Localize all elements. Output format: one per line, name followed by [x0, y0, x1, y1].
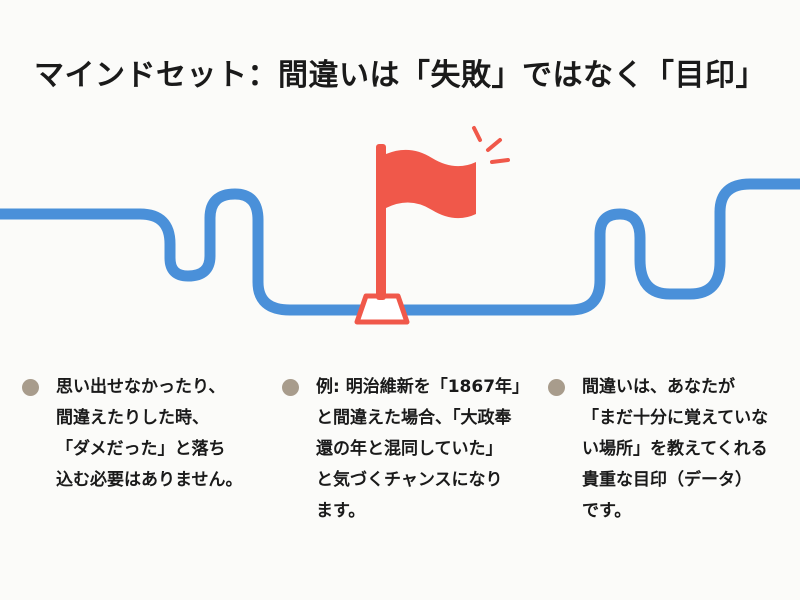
point-line: と間違えた場合、「大政奉 — [316, 408, 512, 428]
page-title: マインドセット：間違いは「失敗」ではなく「目印」 — [34, 58, 766, 93]
point-line: い場所」を教えてくれる — [582, 439, 768, 459]
sparkle-icon — [472, 126, 510, 164]
winding-path — [0, 178, 800, 316]
point-line: と気づくチャンスになり — [316, 470, 503, 490]
bullet-dot-icon — [282, 379, 299, 396]
point-line: 思い出せなかったり、 — [56, 377, 226, 397]
point-line: 込む必要はありません。 — [56, 470, 243, 490]
point-line: 「まだ十分に覚えていな — [582, 408, 769, 428]
bullet-dot-icon — [22, 379, 39, 396]
winding-path-illustration — [0, 126, 800, 325]
point-line: 貴重な目印（データ） — [582, 470, 752, 490]
point-line: 「ダメだった」と落ち — [56, 439, 226, 459]
bullet-dot-icon — [548, 379, 565, 396]
point-line: 還の年と混同していた」 — [316, 439, 503, 459]
point-line: 間違いは、あなたが — [582, 377, 735, 397]
flag-icon — [386, 149, 476, 219]
point-line: ます。 — [316, 501, 366, 521]
flag-base — [354, 293, 410, 325]
point-line: 例: 明治維新を「1867年」 — [316, 377, 530, 397]
point-line: です。 — [582, 501, 632, 521]
point-line: 間違えたりした時、 — [56, 408, 209, 428]
flag-pole — [376, 144, 386, 300]
